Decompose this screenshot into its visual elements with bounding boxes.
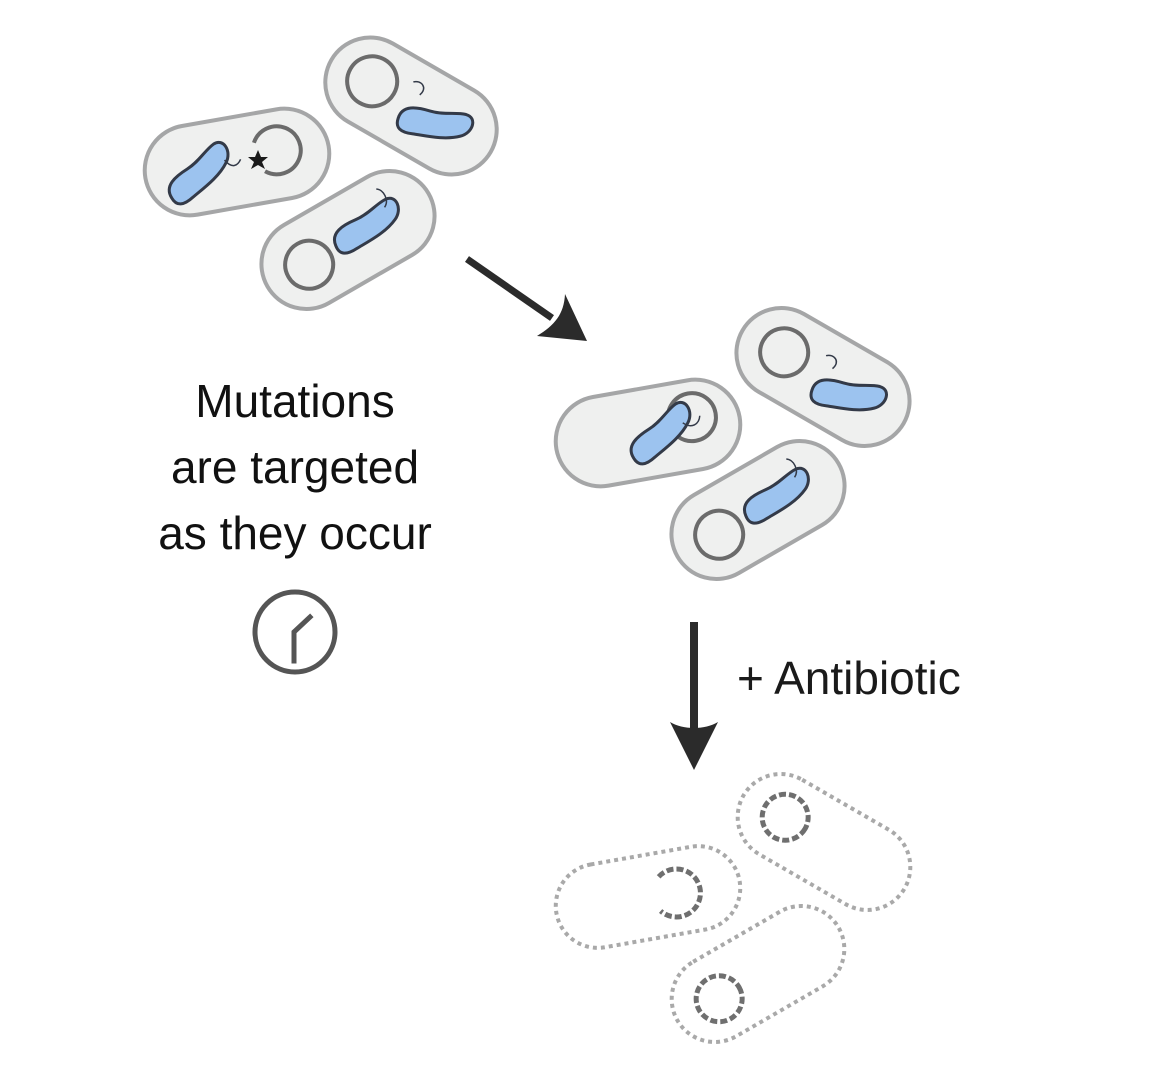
bacterium-cell bbox=[734, 306, 912, 448]
bacterium-cell bbox=[669, 439, 847, 581]
caption-line-1: Mutations bbox=[195, 375, 395, 427]
bacterium-cell bbox=[142, 106, 332, 218]
mutation-star-icon bbox=[248, 150, 268, 169]
cell-group-targeted bbox=[553, 306, 912, 581]
plasmid-circle-icon bbox=[693, 508, 746, 561]
bacterium-cell bbox=[553, 377, 743, 489]
cell-group-killed bbox=[553, 772, 913, 1044]
antibiotic-label: + Antibiotic bbox=[737, 652, 961, 704]
open-plasmid-icon bbox=[252, 124, 303, 177]
clock-icon bbox=[252, 589, 338, 675]
broken-plasmid-icon bbox=[759, 791, 811, 843]
dead-cell bbox=[669, 904, 847, 1044]
cell-group-initial bbox=[142, 35, 499, 311]
plasmid-circle-icon bbox=[345, 54, 400, 109]
arrow-down-icon bbox=[670, 622, 718, 770]
plasmid-circle-icon bbox=[283, 238, 336, 291]
bacterium-cell bbox=[259, 169, 437, 311]
caption-text: Mutations are targeted as they occur bbox=[95, 368, 495, 566]
caption-line-3: as they occur bbox=[158, 507, 432, 559]
broken-plasmid-icon bbox=[656, 866, 703, 920]
dead-cell bbox=[735, 772, 913, 912]
dead-cell bbox=[553, 844, 743, 950]
caption-line-2: are targeted bbox=[170, 441, 420, 493]
broken-plasmid-icon bbox=[693, 973, 745, 1025]
bacterium-cell bbox=[323, 35, 499, 177]
arrow-down-right-icon bbox=[465, 256, 587, 341]
plasmid-circle-icon bbox=[758, 326, 811, 379]
